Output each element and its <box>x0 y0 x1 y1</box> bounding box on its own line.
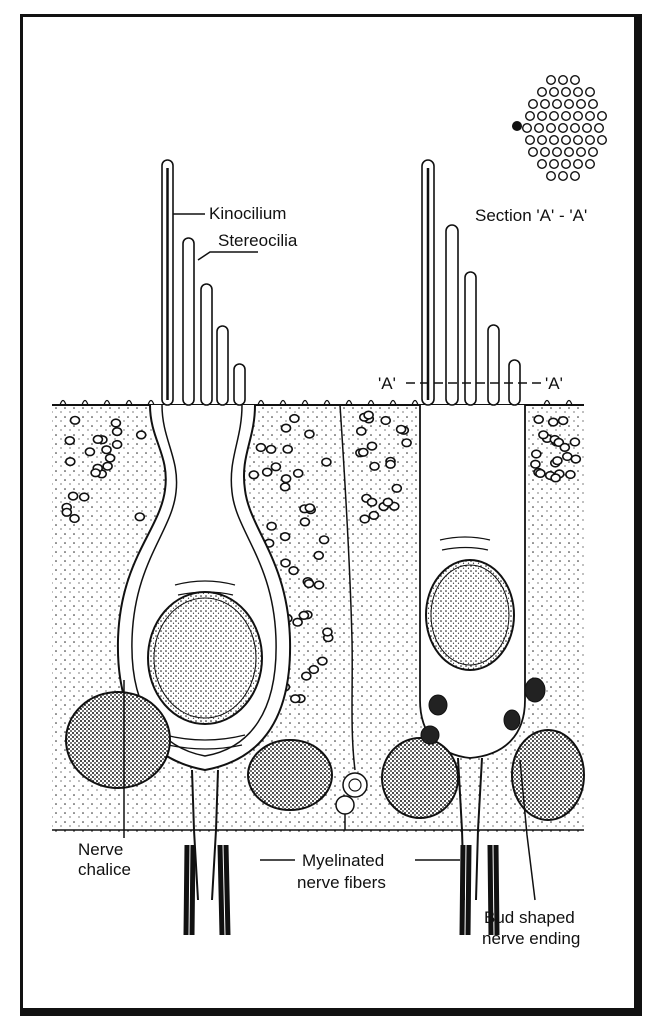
left-nucleus <box>148 592 262 724</box>
bud-nerve-label: Bud shaped <box>484 908 575 927</box>
nerve-chalice-label-2: chalice <box>78 860 131 879</box>
right-nucleus <box>426 560 514 670</box>
section-cross-section <box>512 76 606 181</box>
section-a-right-label: 'A' <box>545 374 563 393</box>
myelinated-label-2: nerve fibers <box>297 873 386 892</box>
left-hair-bundle <box>162 160 245 405</box>
section-a-left-label: 'A' <box>378 374 396 393</box>
bud-nerve-label-2: nerve ending <box>482 929 580 948</box>
myelinated-label: Myelinated <box>302 851 384 870</box>
kinocilium-label: Kinocilium <box>209 204 286 223</box>
section-label: Section 'A' - 'A' <box>475 206 587 225</box>
right-hair-bundle <box>422 160 520 405</box>
nerve-chalice-label: Nerve <box>78 840 123 859</box>
stereocilia-label: Stereocilia <box>218 231 298 250</box>
